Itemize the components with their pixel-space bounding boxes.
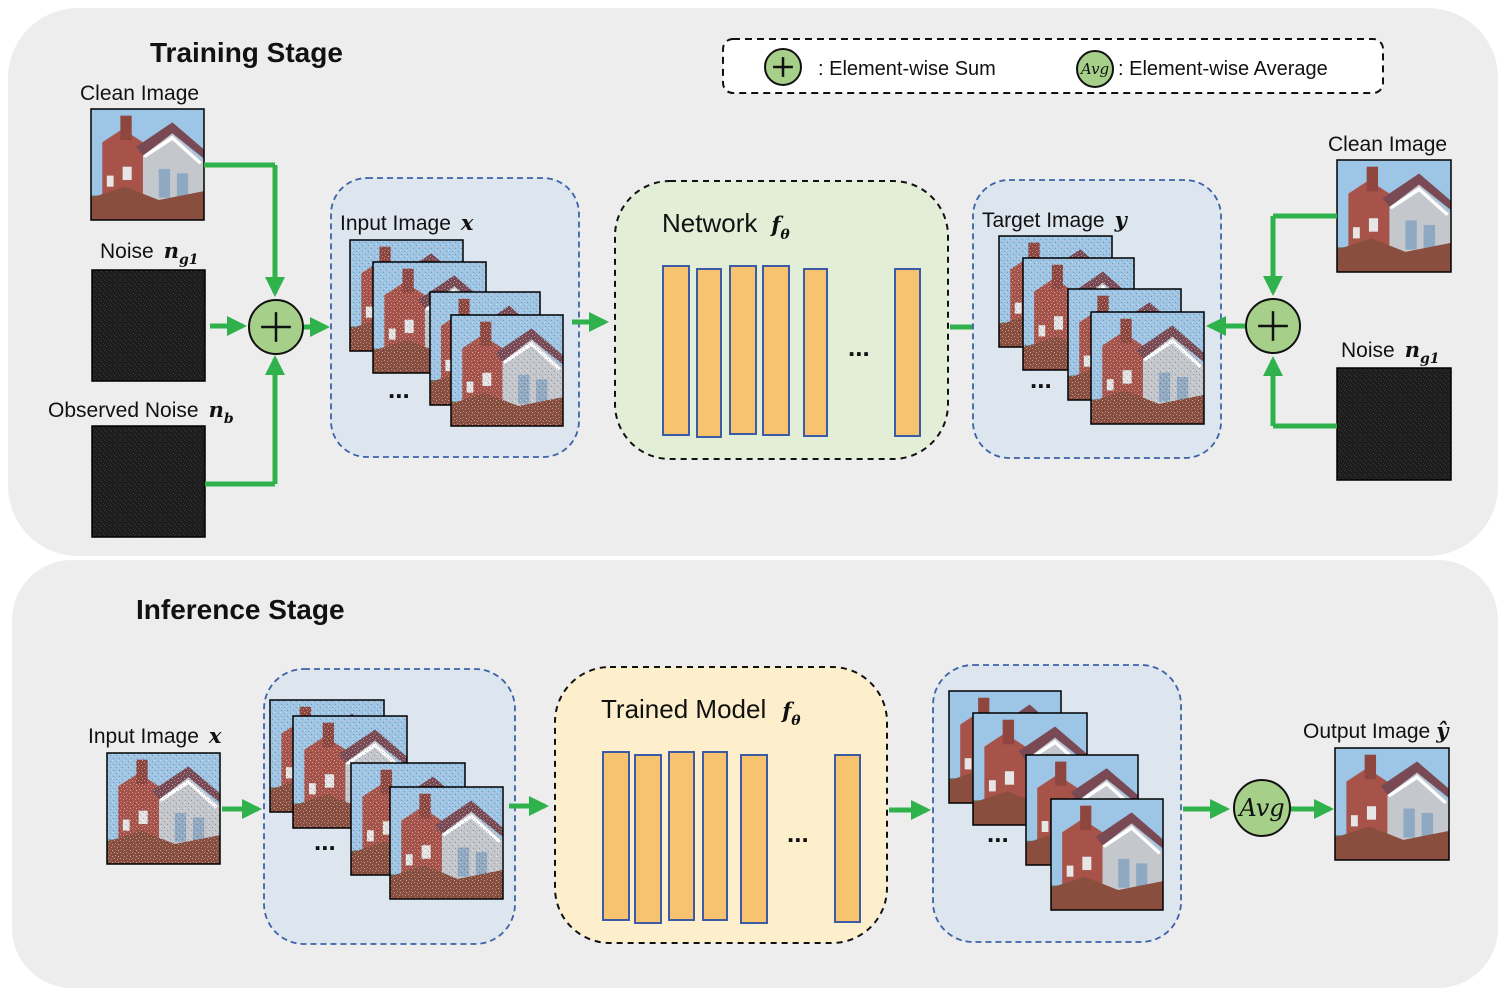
layer-2 — [634, 754, 662, 924]
training-title: Training Stage — [150, 37, 343, 68]
noise-right-image — [1336, 367, 1452, 481]
layer-5 — [803, 268, 828, 437]
trained-model-label-subscript: θ — [791, 713, 801, 729]
output-image-label-symbol: ŷ — [1435, 718, 1450, 743]
network-layers — [662, 265, 921, 438]
target-image-label: Target Image y — [982, 207, 1129, 232]
output-image-label-text: Output Image — [1303, 720, 1430, 743]
output-image — [1334, 747, 1450, 861]
layer-6 — [834, 754, 861, 923]
network-dots: ... — [848, 332, 870, 362]
trained-model-label-text: Trained Model — [601, 694, 766, 724]
observed-noise-label-subscript: b — [224, 411, 234, 427]
inf-input-stack-4 — [389, 786, 504, 900]
input-image-label-text: Input Image — [340, 212, 451, 235]
legend-avg-icon-text: Avg — [1079, 60, 1109, 78]
inference-input-label-text: Input Image — [88, 725, 199, 748]
target-image-label-symbol: y — [1114, 207, 1129, 232]
layer-4 — [762, 265, 790, 436]
observed-noise-label-text: Observed Noise — [48, 399, 199, 422]
observed-noise-image — [91, 425, 206, 538]
layer-3 — [729, 265, 757, 435]
layer-5 — [740, 754, 768, 924]
avg-operator: Avg — [1233, 779, 1291, 837]
layer-3 — [668, 751, 695, 921]
clean-image-right — [1336, 159, 1452, 273]
input-stack-4 — [450, 314, 564, 427]
target-stack-4 — [1090, 311, 1205, 425]
layer-2 — [696, 268, 722, 438]
noise-left-label-subscript: g1 — [179, 252, 199, 268]
inf-output-dots: ... — [987, 818, 1009, 848]
legend-sum-icon — [764, 48, 802, 86]
observed-noise-label-symbol: n — [209, 397, 224, 422]
layer-1 — [662, 265, 690, 436]
inference-title: Inference Stage — [136, 594, 345, 625]
noise-left-label-text: Noise — [100, 240, 154, 263]
legend-sum-label: : Element-wise Sum — [818, 58, 996, 80]
clean-image-left-label: Clean Image — [80, 82, 199, 105]
noise-right-label-subscript: g1 — [1420, 351, 1440, 367]
avg-operator-text: Avg — [1237, 794, 1284, 822]
sum-operator-left — [248, 299, 304, 355]
noise-left-image — [91, 269, 206, 382]
sum-operator-right — [1245, 298, 1301, 354]
layer-1 — [602, 751, 630, 921]
inference-input-image — [106, 752, 221, 865]
target-dots: ... — [1030, 364, 1052, 394]
network-label-subscript: θ — [780, 227, 790, 243]
model-dots: ... — [787, 818, 809, 848]
inf-input-dots: ... — [314, 826, 336, 856]
legend-avg-label: : Element-wise Average — [1118, 58, 1328, 80]
noise-right-label-text: Noise — [1341, 339, 1395, 362]
clean-image-left — [90, 108, 205, 221]
noise-right-label-symbol: n — [1405, 337, 1420, 362]
noise-left-label-symbol: n — [164, 238, 179, 263]
legend-box — [722, 38, 1384, 94]
layer-6 — [894, 268, 921, 437]
inf-output-stack-4 — [1050, 798, 1164, 911]
layer-4 — [702, 751, 728, 921]
inference-input-label-symbol: x — [208, 723, 222, 748]
network-label-text: Network — [662, 208, 758, 238]
target-image-label-text: Target Image — [982, 209, 1105, 232]
input-dots: ... — [388, 374, 410, 404]
input-image-label-symbol: x — [460, 210, 474, 235]
legend-avg-icon: Avg — [1076, 50, 1114, 88]
input-image-label: Input Image x — [340, 210, 474, 235]
trained-model-layers — [602, 751, 861, 924]
observed-noise-label: Observed Noise nb — [48, 397, 234, 427]
clean-image-right-label: Clean Image — [1328, 133, 1447, 156]
inference-input-label: Input Image x — [88, 723, 222, 748]
